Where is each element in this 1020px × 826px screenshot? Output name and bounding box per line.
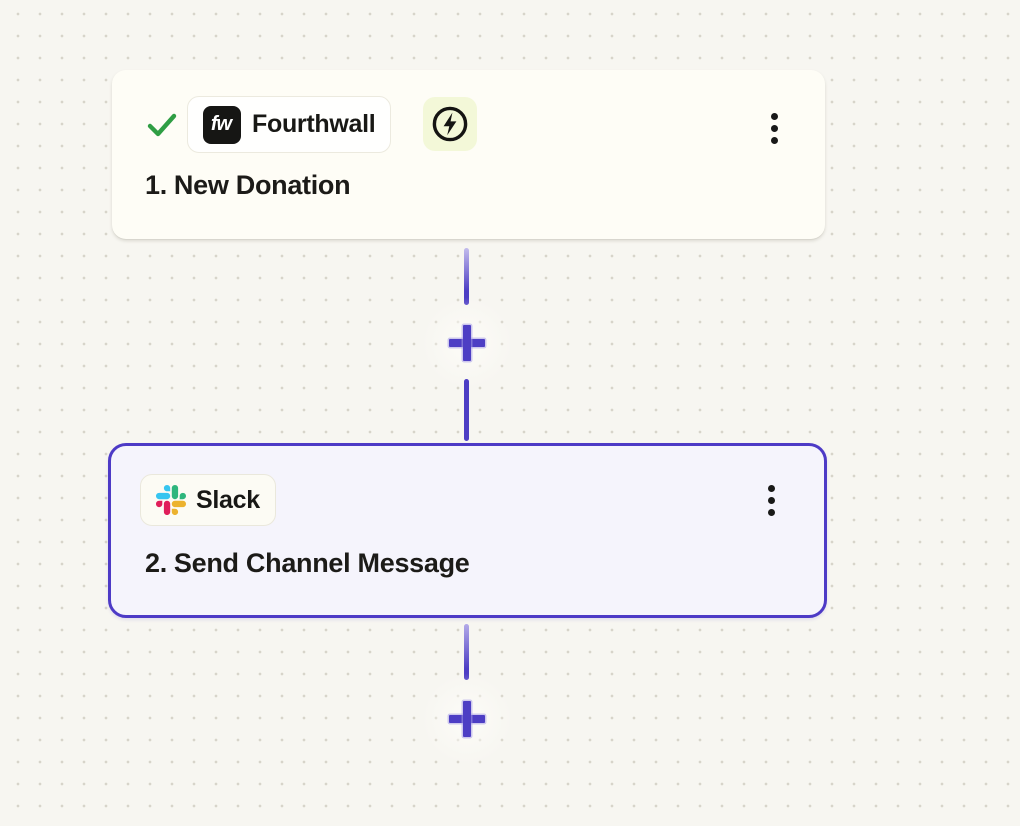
fourthwall-logo-icon: fw [203, 105, 241, 144]
lightning-instant-icon [432, 106, 468, 142]
step-number: 1. [145, 170, 167, 200]
connector-line-bottom [464, 379, 469, 441]
app-name-label: Slack [196, 485, 260, 514]
app-badge-slack[interactable]: Slack [140, 474, 276, 526]
instant-trigger-chip[interactable] [423, 97, 477, 151]
connector-line-after [464, 624, 469, 680]
add-step-button-after[interactable] [447, 699, 487, 739]
add-step-button-between[interactable] [447, 323, 487, 363]
connector-line-top [464, 248, 469, 305]
app-name-label: Fourthwall [252, 110, 376, 138]
step-1-menu-button[interactable] [759, 104, 789, 152]
slack-logo-icon [156, 485, 186, 515]
step-card-2-send-channel-message[interactable]: Slack 2.Send Channel Message [108, 443, 827, 618]
kebab-dot [767, 496, 775, 504]
kebab-dot [770, 112, 778, 120]
step-card-1-new-donation[interactable]: fw Fourthwall 1.New Donation [112, 70, 825, 239]
step-1-title: 1.New Donation [145, 170, 351, 201]
kebab-dot [770, 136, 778, 144]
step-number: 2. [145, 548, 167, 578]
plus-icon [449, 701, 485, 737]
kebab-dot [767, 484, 775, 492]
step-name: New Donation [173, 170, 351, 200]
plus-icon [449, 325, 485, 361]
app-badge-fourthwall[interactable]: fw Fourthwall [187, 96, 392, 153]
step-2-menu-button[interactable] [756, 476, 786, 524]
step-2-title: 2.Send Channel Message [145, 548, 470, 579]
kebab-dot [770, 124, 778, 132]
step-name: Send Channel Message [173, 548, 470, 578]
kebab-dot [767, 508, 775, 516]
check-icon [147, 113, 177, 137]
